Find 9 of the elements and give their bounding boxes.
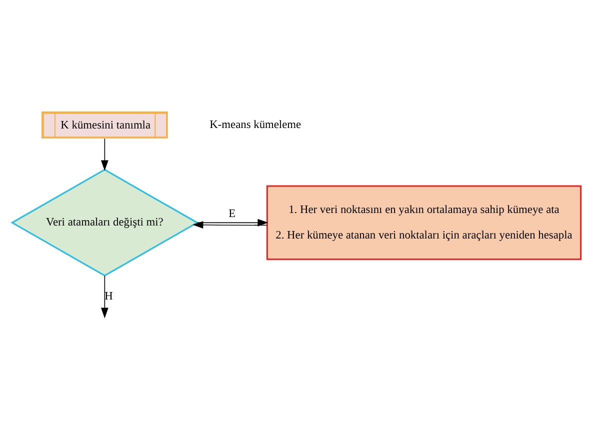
arrow	[196, 218, 268, 226]
node-diamond: Veri atamaları değişti mi?	[10, 168, 199, 276]
arrow	[100, 274, 108, 318]
edge-label: H	[104, 290, 113, 302]
arrow	[100, 138, 108, 170]
node-box: 1. Her veri noktasını en yakın ortalamaya sahip kümeye ata 2. Her kümeye atanan veri noktaları için araçları yeniden hesapla	[266, 184, 582, 260]
label: K-means kümeleme	[210, 118, 302, 130]
arrow	[192, 220, 268, 228]
edge-label: E	[228, 208, 236, 220]
